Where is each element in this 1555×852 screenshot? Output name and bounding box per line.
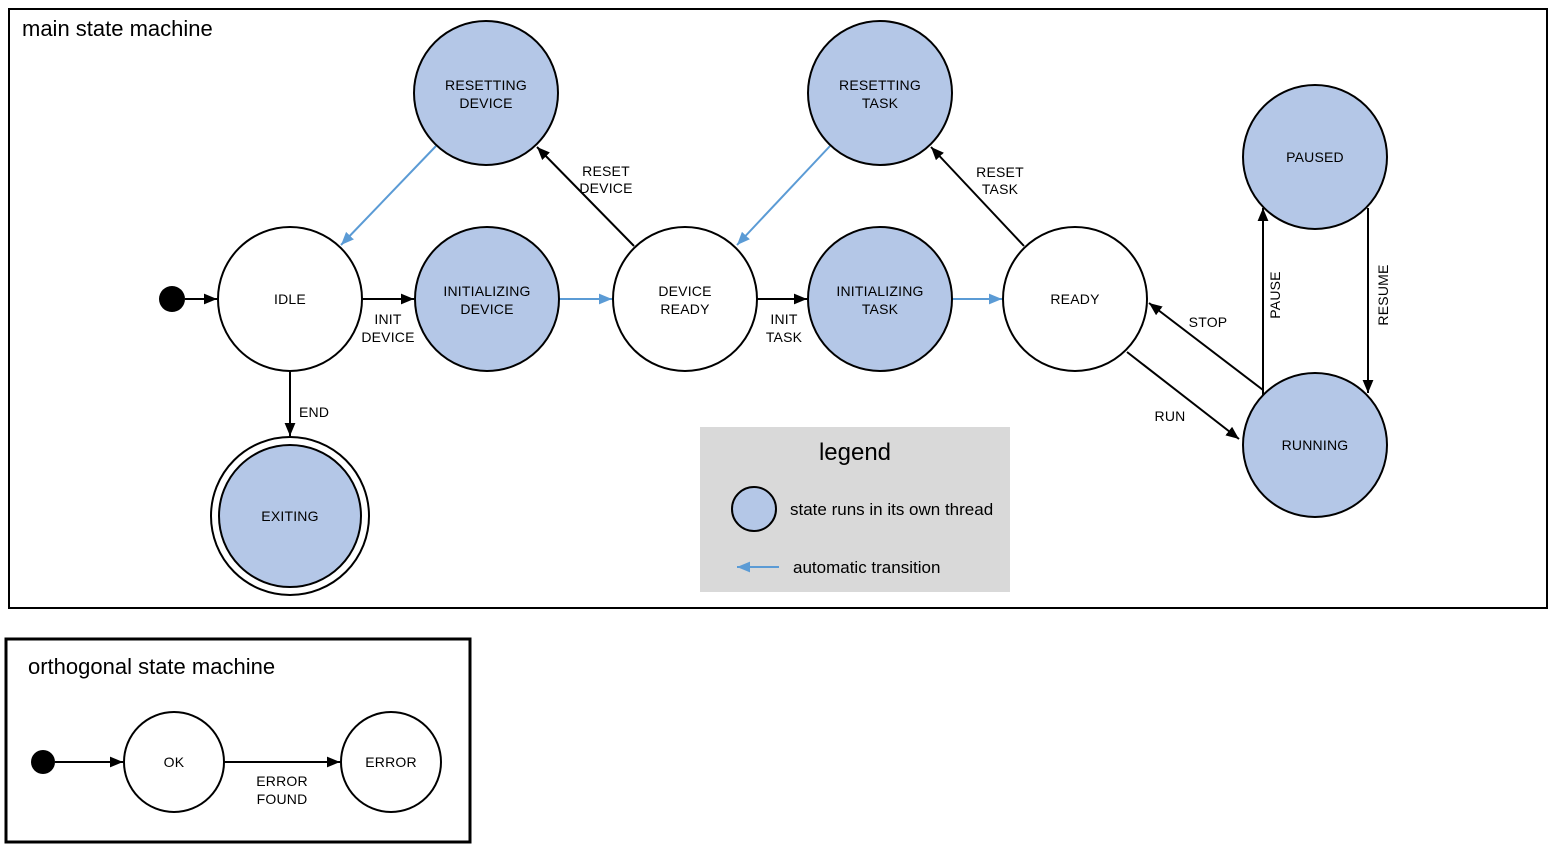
state-resetting-device-label: DEVICE — [459, 95, 512, 111]
legend-threaded-state-label: state runs in its own thread — [790, 500, 993, 519]
state-error-label: ERROR — [365, 754, 417, 770]
state-initializing-task — [807, 226, 953, 372]
transition-reset-device-label: DEVICE — [579, 180, 632, 196]
transition-pause-label: PAUSE — [1267, 271, 1283, 318]
transition-running-to-ready — [1148, 302, 1264, 391]
transition-reset-task-label: RESET — [976, 164, 1024, 180]
state-idle-label: IDLE — [274, 291, 306, 307]
state-error — [340, 711, 442, 813]
state-running-label: RUNNING — [1282, 437, 1349, 453]
transition-error-found-label: FOUND — [257, 791, 308, 807]
orthogonal-machine-title: orthogonal state machine — [28, 654, 275, 679]
state-idle — [217, 226, 363, 372]
state-resetting-device — [413, 20, 559, 166]
state-ready-label: READY — [1050, 291, 1100, 307]
main-machine-frame — [8, 8, 1548, 609]
state-exiting — [218, 444, 362, 588]
state-initializing-task-label: INITIALIZING — [836, 283, 923, 299]
transition-resetting-task-to-device-ready — [736, 145, 831, 246]
state-device-ready — [612, 226, 758, 372]
transition-resume-label: RESUME — [1375, 264, 1391, 325]
transition-init-device-label: INIT — [374, 311, 401, 327]
state-initializing-device-label: INITIALIZING — [443, 283, 530, 299]
legend-threaded-state-icon — [731, 486, 777, 532]
transition-device-ready-to-resetting-device — [536, 146, 635, 247]
state-ready — [1002, 226, 1148, 372]
legend-title: legend — [819, 439, 891, 466]
transition-init-task-label: INIT — [770, 311, 797, 327]
initial-state-dot — [159, 286, 185, 312]
state-initializing-device — [414, 226, 560, 372]
state-running — [1242, 372, 1388, 518]
initial-state-dot — [31, 750, 55, 774]
transition-run-label: RUN — [1155, 408, 1186, 424]
state-paused — [1242, 84, 1388, 230]
transition-resetting-device-to-idle — [340, 145, 437, 246]
legend-auto-transition-label: automatic transition — [793, 558, 940, 577]
transition-reset-task-label: TASK — [982, 181, 1019, 197]
orthogonal-machine-frame — [4, 637, 472, 844]
state-resetting-device-label: RESETTING — [445, 77, 527, 93]
transition-end-label: END — [299, 404, 329, 420]
transition-init-task-label: TASK — [766, 329, 803, 345]
state-device-ready-label: READY — [660, 301, 710, 317]
state-resetting-task-label: TASK — [862, 95, 899, 111]
state-resetting-task-label: RESETTING — [839, 77, 921, 93]
state-device-ready-label: DEVICE — [658, 283, 711, 299]
state-exiting-label: EXITING — [261, 508, 318, 524]
state-paused-label: PAUSED — [1286, 149, 1344, 165]
transition-error-found-label: ERROR — [256, 773, 308, 789]
transition-stop-label: STOP — [1189, 314, 1228, 330]
state-ok — [123, 711, 225, 813]
transition-init-device-label: DEVICE — [361, 329, 414, 345]
transition-ready-to-running — [1126, 351, 1240, 440]
main-machine-title: main state machine — [22, 16, 213, 41]
state-resetting-task — [807, 20, 953, 166]
state-initializing-task-label: TASK — [862, 301, 899, 317]
transition-reset-device-label: RESET — [582, 163, 630, 179]
transition-ready-to-resetting-task — [930, 146, 1025, 247]
state-initializing-device-label: DEVICE — [460, 301, 513, 317]
state-ok-label: OK — [164, 754, 185, 770]
